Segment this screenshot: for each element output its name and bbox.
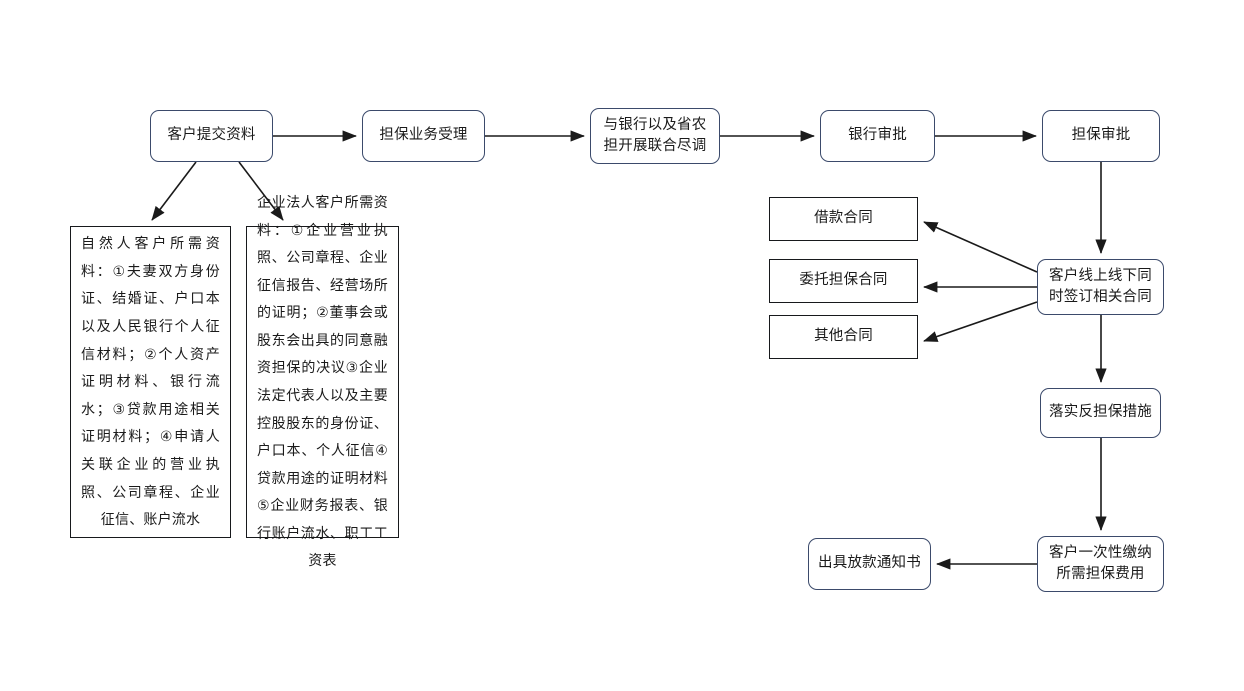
- node-other-contract-label: 其他合同: [814, 328, 873, 345]
- node-due-diligence-label: 与银行以及省农 担开展联合尽调: [603, 116, 707, 154]
- node-bank-approval-label: 银行审批: [848, 127, 907, 144]
- node-entrust-guarantee-contract-label: 委托担保合同: [799, 272, 888, 289]
- node-guarantee-approval-label: 担保审批: [1071, 127, 1131, 144]
- edge-e8: [923, 221, 1038, 273]
- node-natural-person-documents-label: 自然人客户所需资料：①夫妻双方身份证、结婚证、户口本以及人民银行个人征信材料；②…: [81, 236, 220, 529]
- node-counter-guarantee[interactable]: 落实反担保措施: [1040, 388, 1161, 438]
- node-corporate-documents-label: 企业法人客户所需资料：①企业营业执照、公司章程、企业征信报告、经营场所的证明；②…: [257, 194, 388, 570]
- node-issue-loan-notice-label: 出具放款通知书: [818, 555, 921, 572]
- node-loan-contract-label: 借款合同: [814, 210, 873, 227]
- node-entrust-guarantee-contract[interactable]: 委托担保合同: [769, 259, 918, 303]
- node-loan-contract[interactable]: 借款合同: [769, 197, 918, 241]
- node-pay-guarantee-fee-label: 客户一次性缴纳 所需担保费用: [1049, 544, 1152, 582]
- node-natural-person-documents[interactable]: 自然人客户所需资料：①夫妻双方身份证、结婚证、户口本以及人民银行个人征信材料；②…: [70, 226, 231, 538]
- node-bank-approval[interactable]: 银行审批: [820, 110, 935, 162]
- node-pay-guarantee-fee[interactable]: 客户一次性缴纳 所需担保费用: [1037, 536, 1164, 592]
- node-submit[interactable]: 客户提交资料: [150, 110, 273, 162]
- node-guarantee-approval[interactable]: 担保审批: [1042, 110, 1160, 162]
- node-submit-label: 客户提交资料: [167, 127, 256, 144]
- node-sign-contracts-label: 客户线上线下同 时签订相关合同: [1049, 267, 1152, 305]
- node-accept-label: 担保业务受理: [379, 127, 468, 144]
- edge-e5: [151, 161, 197, 221]
- node-accept[interactable]: 担保业务受理: [362, 110, 485, 162]
- node-counter-guarantee-label: 落实反担保措施: [1049, 404, 1152, 421]
- edge-e10: [923, 301, 1038, 342]
- node-corporate-documents[interactable]: 企业法人客户所需资料：①企业营业执照、公司章程、企业征信报告、经营场所的证明；②…: [246, 195, 399, 569]
- node-issue-loan-notice[interactable]: 出具放款通知书: [808, 538, 931, 590]
- node-sign-contracts[interactable]: 客户线上线下同 时签订相关合同: [1037, 259, 1164, 315]
- node-other-contract[interactable]: 其他合同: [769, 315, 918, 359]
- node-due-diligence[interactable]: 与银行以及省农 担开展联合尽调: [590, 108, 720, 164]
